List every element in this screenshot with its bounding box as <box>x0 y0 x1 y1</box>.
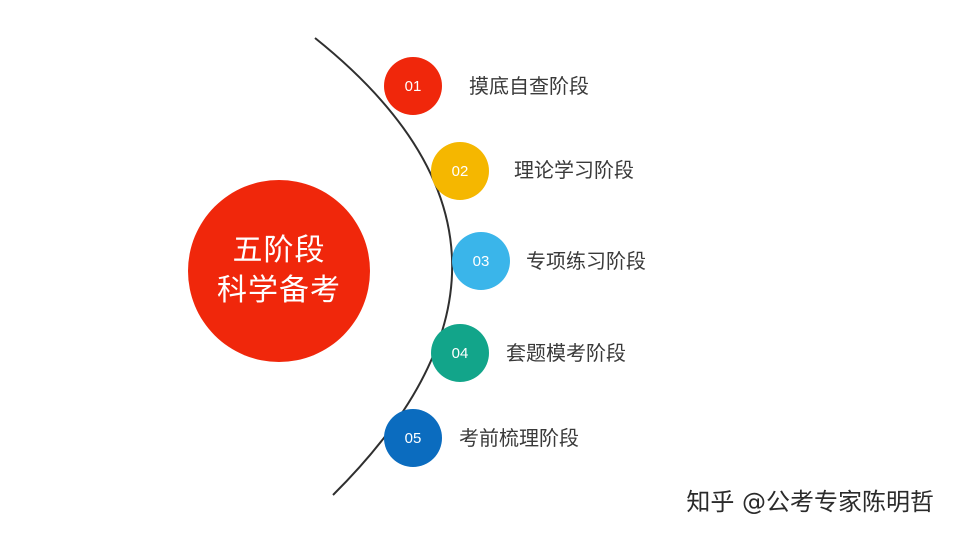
stage-node-5: 05 <box>384 409 442 467</box>
stage-label-3: 专项练习阶段 <box>526 249 646 273</box>
stage-node-3: 03 <box>452 232 510 290</box>
stage-label-2: 理论学习阶段 <box>514 158 634 182</box>
stage-node-2: 02 <box>431 142 489 200</box>
center-title-line2: 科学备考 <box>217 273 341 308</box>
stage-number-4: 04 <box>451 344 469 362</box>
stage-label-5: 考前梳理阶段 <box>459 426 579 450</box>
stage-label-4: 套题模考阶段 <box>506 341 626 365</box>
stage-number-5: 05 <box>404 429 422 447</box>
stage-node-1: 01 <box>384 57 442 115</box>
watermark-text: 知乎 @公考专家陈明哲 <box>686 488 934 516</box>
center-title-line1: 五阶段 <box>232 233 326 268</box>
stage-number-3: 03 <box>472 252 490 270</box>
stage-node-4: 04 <box>431 324 489 382</box>
stage-label-1: 摸底自查阶段 <box>469 74 589 98</box>
stage-number-1: 01 <box>404 77 422 95</box>
center-circle: 五阶段 科学备考 <box>188 180 370 362</box>
stage-number-2: 02 <box>451 162 469 180</box>
